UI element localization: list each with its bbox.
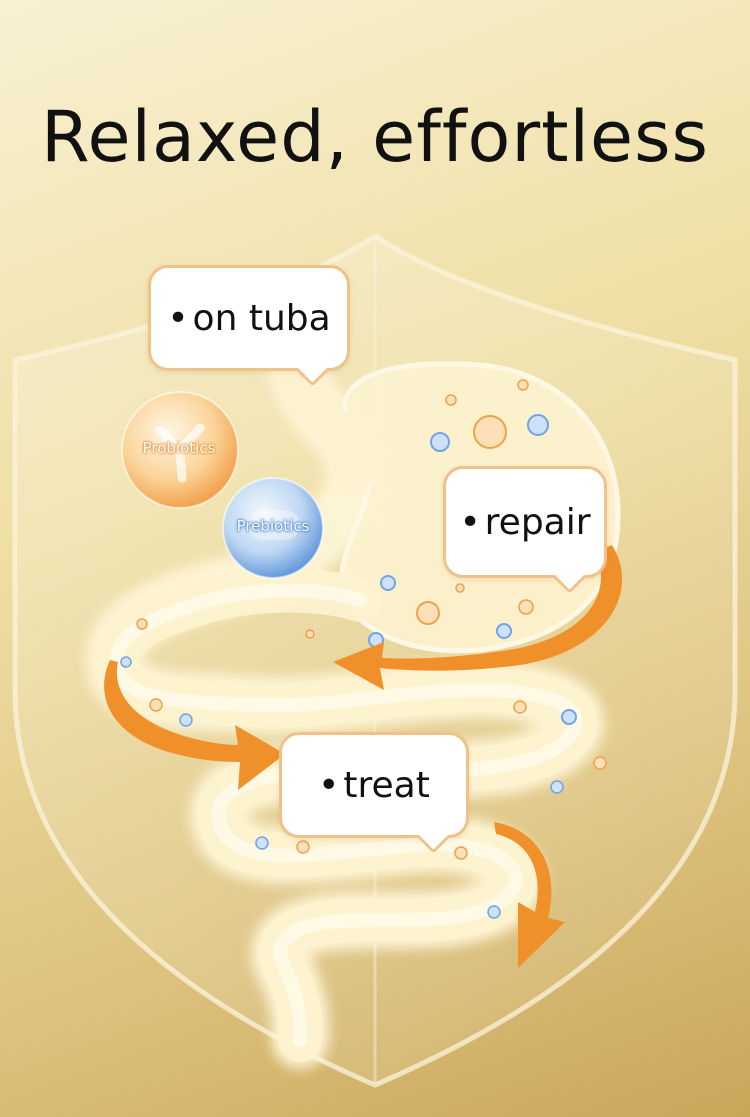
bubble-on-tuba: •on tuba [148,265,350,371]
bubble-repair: •repair [443,466,607,578]
prebiotics-label: Prebiotics [236,517,310,535]
probiotics-orb [121,391,239,509]
headline: Relaxed, effortless [40,96,710,178]
probiotics-label: Probiotics [142,439,216,457]
prebiotics-orb [222,477,324,579]
curved-arrow-icon [104,545,623,968]
bubble-on-tuba-label: on tuba [192,297,331,339]
bubble-repair-label: repair [484,501,591,543]
bubble-treat: •treat [279,732,469,838]
particles [120,379,607,919]
bullet: • [318,764,340,806]
bullet: • [167,297,189,339]
bubble-treat-label: treat [343,764,430,806]
bullet: • [459,501,481,543]
